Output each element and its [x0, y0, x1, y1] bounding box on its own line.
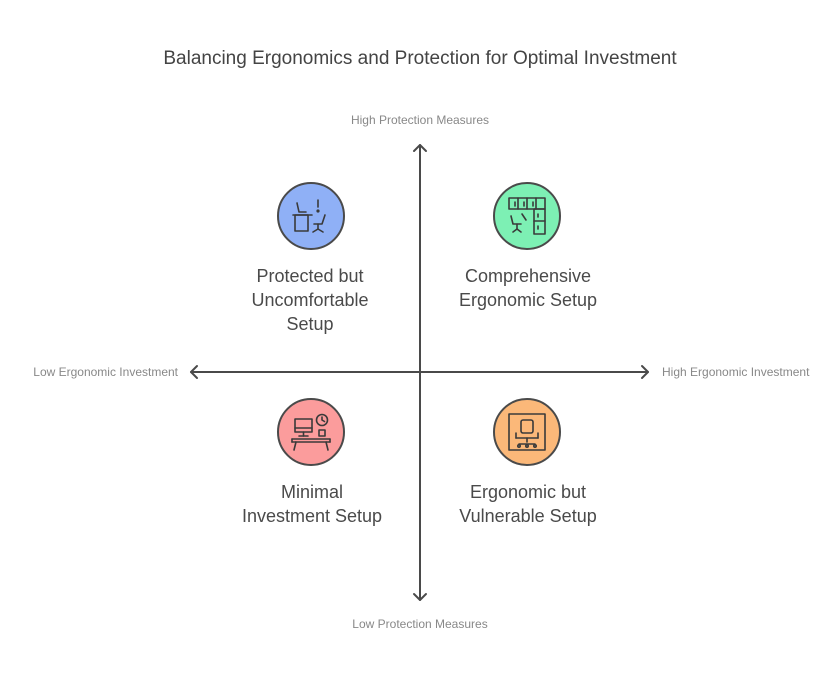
quadrant-badge-minimal-investment [277, 398, 345, 466]
quadrant-badge-protected-uncomfortable [277, 182, 345, 250]
axis-label-high-protection: High Protection Measures [350, 113, 490, 127]
quadrant-label-protected-uncomfortable: Protected but Uncomfortable Setup [251, 266, 369, 334]
axis-label-high-ergonomic: High Ergonomic Investment [662, 365, 810, 379]
quadrant-badge-ergonomic-vulnerable [493, 398, 561, 466]
diagram-title: Balancing Ergonomics and Protection for … [163, 48, 677, 69]
quadrant-badge-comprehensive-ergonomic [493, 182, 561, 250]
quadrant-label-minimal-investment: Minimal Investment Setup [241, 482, 383, 526]
arrow-right-icon [641, 365, 649, 379]
arrow-left-icon [190, 365, 198, 379]
quadrant-label-comprehensive-ergonomic: Comprehensive Ergonomic Setup [458, 266, 598, 310]
desk-chair-warning-icon [292, 199, 326, 233]
office-floorplan-icon [508, 197, 546, 235]
axis-label-low-protection: Low Protection Measures [352, 617, 488, 631]
arrow-down-icon [413, 593, 427, 601]
quadrant-label-ergonomic-vulnerable: Ergonomic but Vulnerable Setup [459, 482, 597, 526]
axis-label-low-ergonomic: Low Ergonomic Investment [33, 365, 178, 379]
office-chair-frame-icon [508, 413, 546, 451]
arrow-up-icon [413, 144, 427, 152]
computer-desk-clock-icon [291, 413, 331, 451]
